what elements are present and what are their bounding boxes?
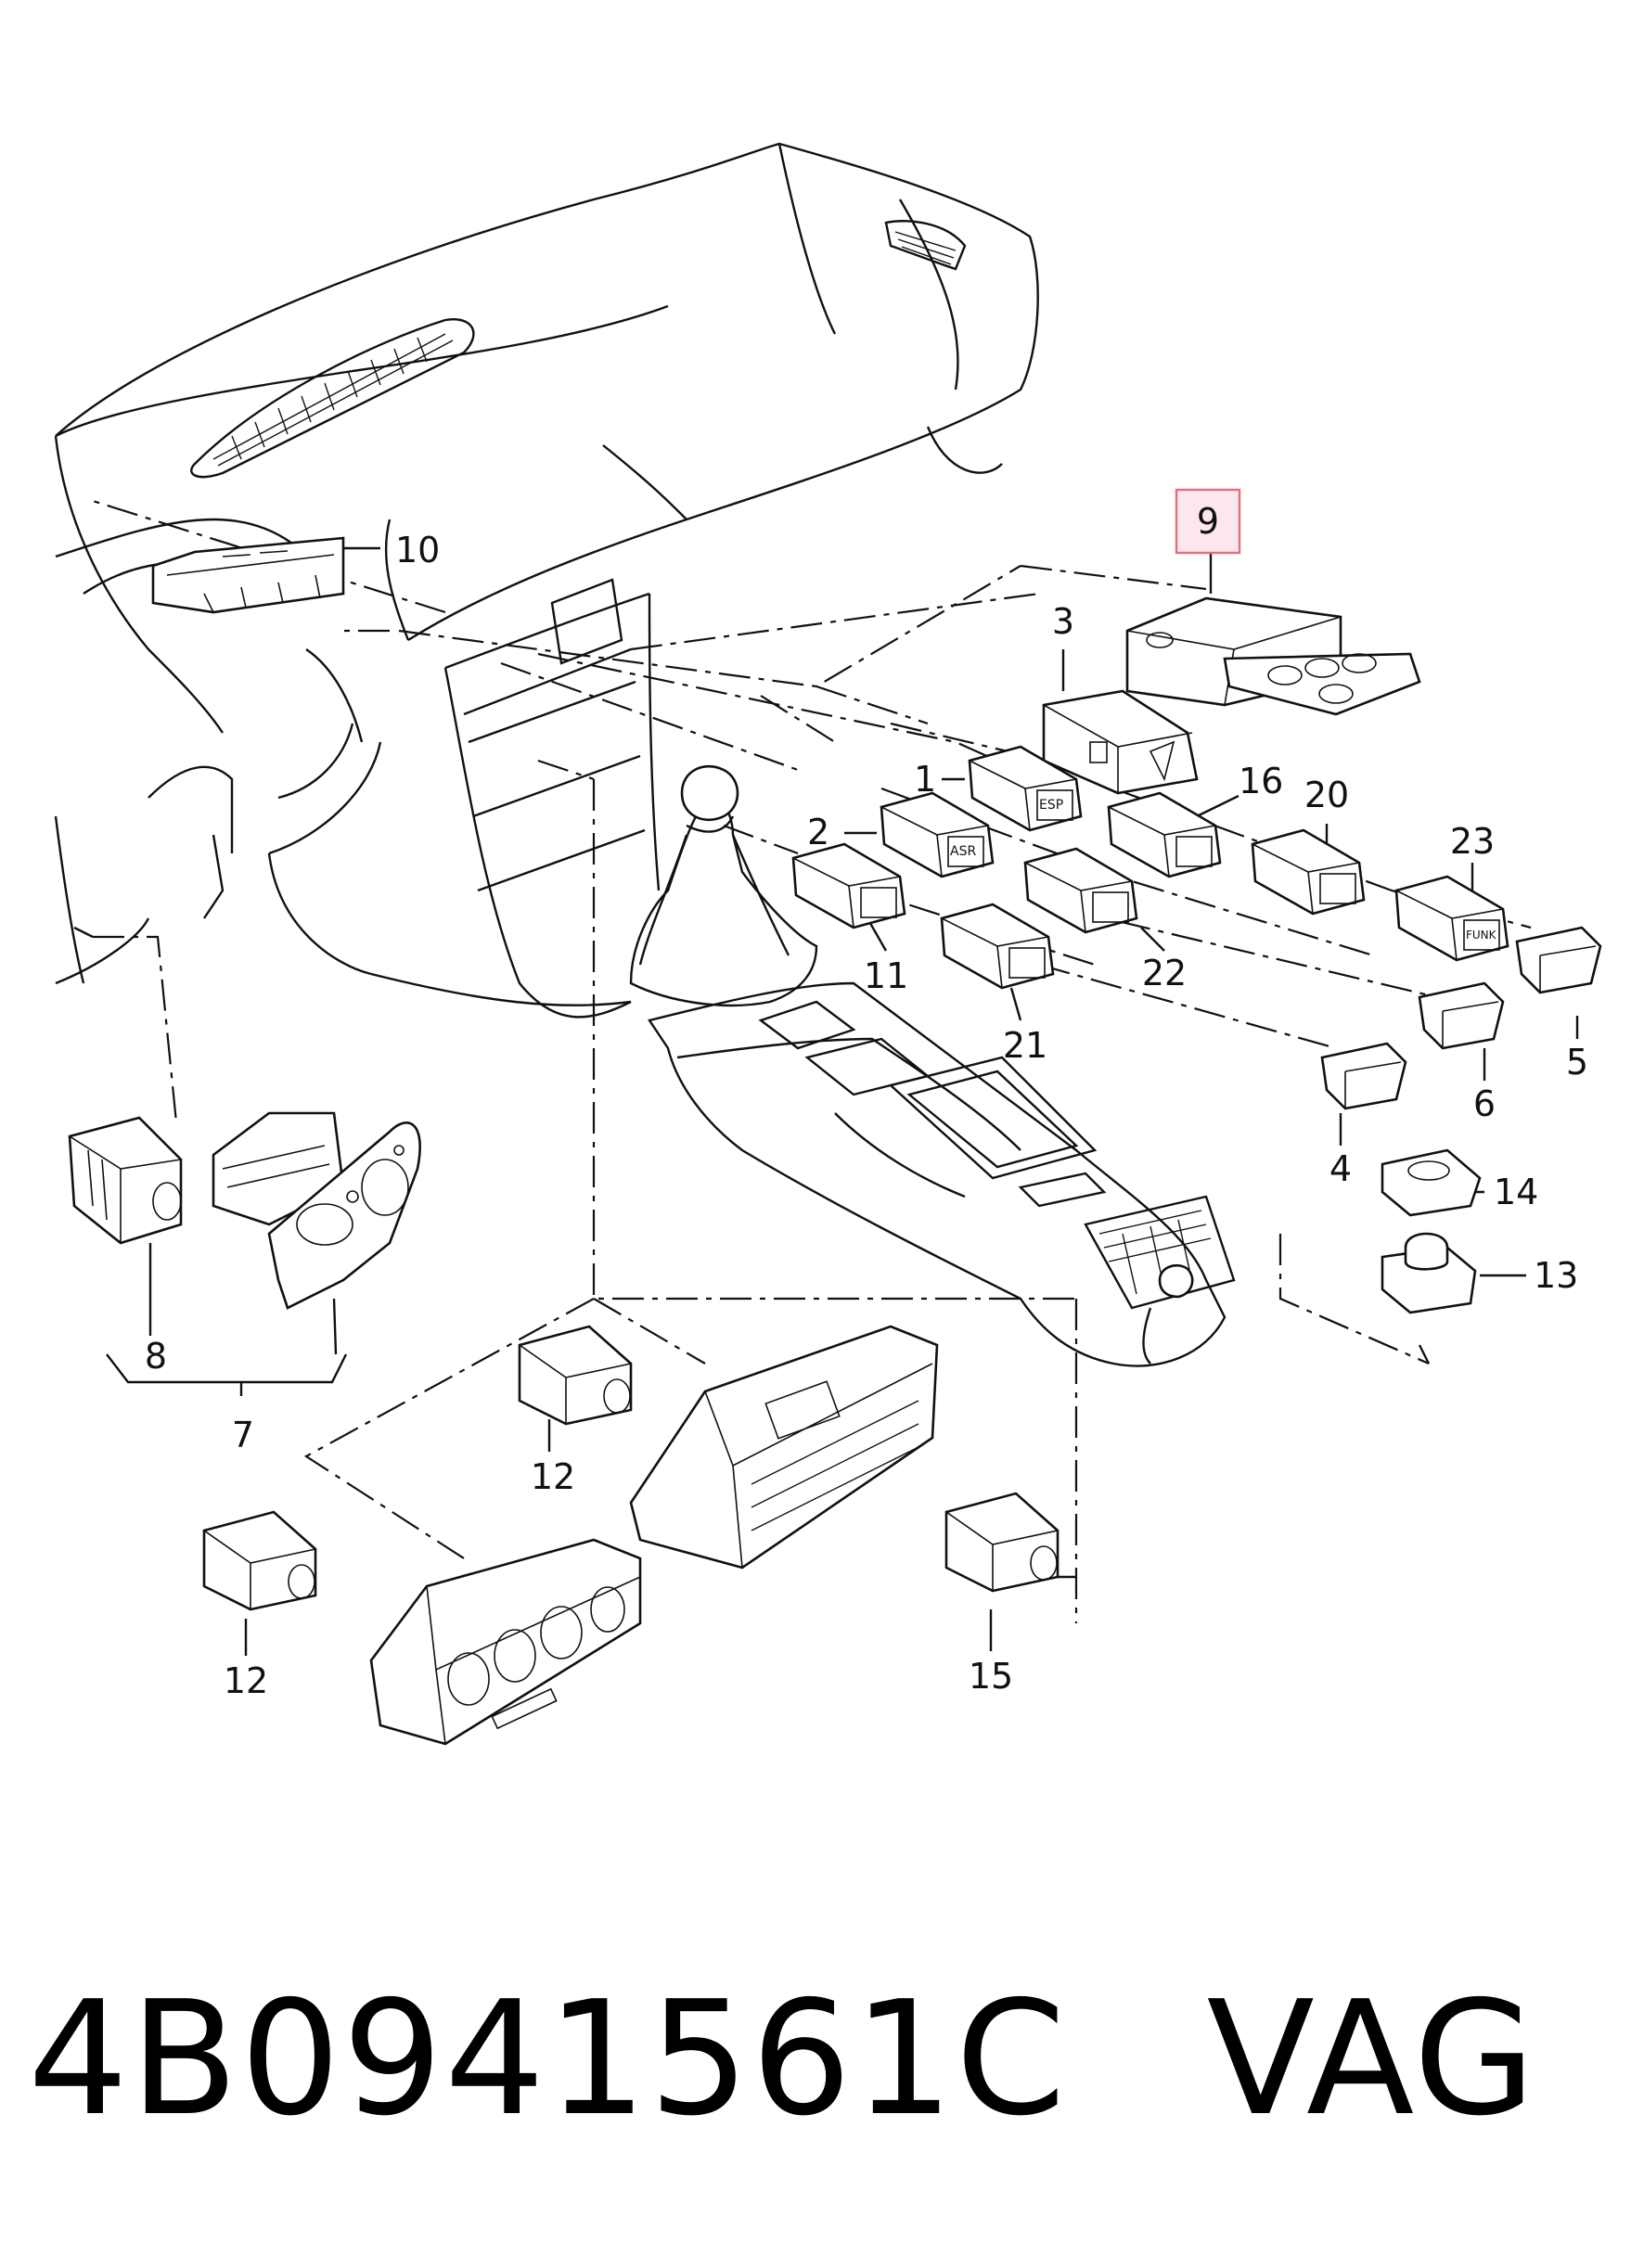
label-7: 7	[232, 1415, 254, 1455]
label-15: 14	[1494, 1172, 1538, 1212]
label-5: 5	[1566, 1042, 1588, 1083]
switch-20	[1251, 828, 1366, 916]
label-1: 1	[914, 759, 936, 800]
highlight-box-9	[1175, 488, 1241, 555]
label-11: 11	[864, 955, 908, 996]
part-8-switch	[68, 1116, 183, 1245]
switch-16	[1107, 791, 1222, 878]
label-23: 23	[1450, 821, 1495, 862]
label-22: 22	[1142, 953, 1187, 993]
funk-text: FUNK	[1466, 929, 1497, 942]
label-3: 3	[1052, 601, 1074, 642]
label-20: 20	[1304, 775, 1349, 815]
label-10: 10	[395, 530, 440, 570]
label-13: 15	[969, 1656, 1013, 1697]
dashboard-outline	[54, 142, 1039, 1019]
asr-text: ASR	[950, 844, 976, 859]
part-9-ashtray	[1125, 596, 1421, 716]
switch-11	[791, 842, 906, 929]
callout-labels: 9 10 3 1 16 2 20 23 11 22 21 5 6 4 14 13…	[145, 488, 1588, 1701]
part-12-lower	[202, 1510, 317, 1611]
part-14	[1381, 1232, 1477, 1314]
cap-4	[1320, 1042, 1407, 1110]
esp-text: ESP	[1039, 798, 1063, 813]
switch-21	[940, 903, 1055, 990]
part-15	[1381, 1148, 1482, 1217]
label-16: 16	[1239, 761, 1283, 801]
switch-2-asr: ASR	[880, 791, 995, 878]
label-21: 21	[1003, 1025, 1047, 1066]
center-console	[629, 764, 1236, 1367]
label-8: 8	[145, 1336, 167, 1377]
part-13	[944, 1492, 1060, 1593]
part-3-hazard-switch	[1042, 689, 1199, 795]
switch-1-esp: ESP	[968, 745, 1083, 832]
part-7-light-switch	[212, 1111, 421, 1310]
part-number-footer: 4B0941561C VAG	[28, 1967, 1616, 2152]
cap-5	[1515, 926, 1602, 994]
label-4: 4	[1329, 1148, 1352, 1189]
cap-6	[1418, 981, 1505, 1050]
climate-control-upper	[629, 1325, 939, 1570]
label-2: 2	[807, 812, 829, 852]
part-number: 4B0941561C	[28, 1967, 1068, 2151]
part-10-vent	[151, 536, 345, 614]
label-12-upper: 12	[531, 1456, 575, 1497]
label-12-lower: 12	[224, 1660, 268, 1701]
climate-control-lower	[369, 1538, 642, 1746]
label-9: 9	[1197, 501, 1219, 542]
part-12-upper	[518, 1325, 633, 1426]
brand-name: VAG	[1206, 1967, 1538, 2151]
switch-22	[1023, 847, 1138, 934]
switch-23-funk: FUNK	[1394, 875, 1509, 962]
label-14: 13	[1534, 1255, 1578, 1296]
label-6: 6	[1473, 1083, 1496, 1124]
